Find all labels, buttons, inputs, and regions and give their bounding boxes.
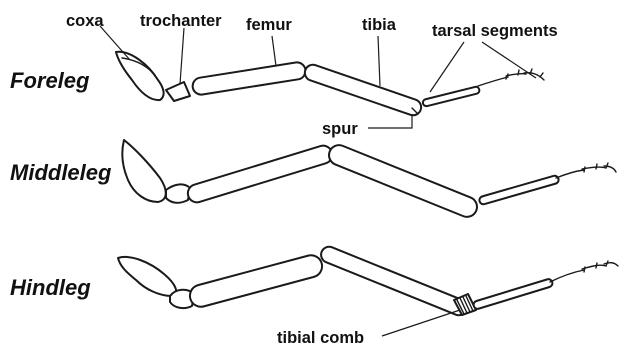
trochanter-leader	[180, 28, 184, 84]
label-spur: spur	[322, 120, 358, 138]
foreleg-femur	[191, 61, 306, 96]
tarsal-leader-2	[482, 42, 536, 78]
hindleg-tarsus	[473, 278, 554, 310]
middleleg-tarsus	[478, 175, 559, 205]
middleleg-drawing	[122, 140, 616, 220]
hindleg-coxa	[118, 257, 176, 296]
title-middleleg: Middleleg	[10, 160, 112, 185]
tarsal-leader-1	[430, 42, 464, 92]
middleleg-tibia	[326, 142, 480, 220]
label-femur: femur	[246, 16, 292, 34]
foreleg-tarsus	[422, 86, 480, 107]
label-trochanter: trochanter	[140, 12, 222, 30]
foreleg-coxa	[116, 52, 164, 100]
leg-titles: Foreleg Middleleg Hindleg	[10, 68, 112, 300]
foreleg-trochanter	[166, 82, 190, 101]
foreleg-tarsal-chain	[478, 73, 544, 86]
coxa-leader	[100, 26, 130, 60]
label-tarsal-segments: tarsal segments	[432, 22, 558, 40]
middleleg-tarsal-chain	[556, 166, 616, 178]
tibial-comb-leader	[382, 310, 460, 336]
hindleg-tibia	[319, 244, 470, 317]
label-tibia: tibia	[362, 16, 397, 34]
title-hindleg: Hindleg	[10, 275, 91, 300]
middleleg-coxa	[122, 140, 165, 202]
label-tibial-comb: tibial comb	[277, 329, 364, 347]
hindleg-femur	[187, 253, 324, 309]
middleleg-femur	[186, 143, 335, 204]
foreleg-drawing	[116, 52, 544, 118]
label-coxa: coxa	[66, 12, 104, 30]
hindleg-drawing	[118, 244, 618, 317]
tibia-leader	[378, 36, 380, 86]
title-foreleg: Foreleg	[10, 68, 90, 93]
spur-leader	[368, 114, 412, 128]
middleleg-trochanter	[166, 184, 190, 202]
femur-leader	[272, 36, 276, 66]
foreleg-tibia	[303, 63, 424, 118]
